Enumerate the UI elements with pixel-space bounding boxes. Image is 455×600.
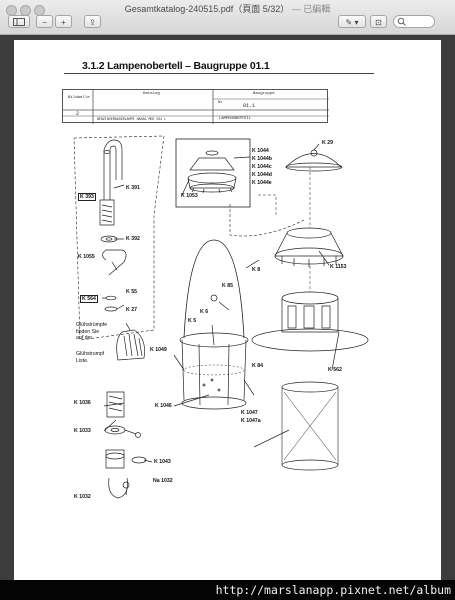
heading-rule	[64, 73, 374, 74]
parts-header-table: Bildwelle Katalog Baugruppe Nr 01.1 2 BE…	[62, 89, 329, 124]
mantle-note-line-3: auf der	[76, 335, 93, 341]
zoom-out-button[interactable]: −	[36, 15, 53, 28]
part-label-k391: K 391	[126, 185, 140, 191]
part-label-k1044b: K 1044b	[252, 156, 272, 162]
window-title: Gesamtkatalog-240515.pdf（頁面 5/32） — 已編輯	[0, 2, 455, 15]
part-label-k1032: K 1032	[74, 494, 91, 500]
window-toolbar: Gesamtkatalog-240515.pdf（頁面 5/32） — 已編輯 …	[0, 0, 455, 35]
part-label-k5: K 5	[188, 318, 197, 324]
katalog-value: BENZINVERGASERLAMPE HASAG MOD 501 L	[97, 117, 167, 121]
part-label-k85: K 85	[222, 283, 233, 289]
part-label-k29: K 29	[322, 140, 333, 146]
annotate-button[interactable]: ✎ ▾	[338, 15, 366, 28]
share-button[interactable]: ⇪	[84, 15, 101, 28]
zoom-in-icon: +	[61, 18, 66, 27]
baugruppe-header: Baugruppe	[253, 92, 275, 96]
part-label-k564: K 564	[80, 295, 98, 303]
part-label-k1044d: K 1044d	[252, 172, 272, 178]
markup-toolbar-button[interactable]: ⊡	[370, 15, 387, 28]
part-label-k1053: K 1053	[181, 193, 198, 199]
mantle-note: Glühstrümpfe finden Sie auf der	[76, 322, 107, 342]
part-label-k1047: K 1047	[241, 410, 258, 416]
watermark-url: http://marslanapp.pixnet.net/album	[0, 580, 455, 600]
toolbox-icon: ⊡	[375, 18, 382, 27]
nr-value: 01.1	[243, 103, 256, 109]
search-input[interactable]	[393, 15, 435, 28]
zoom-in-button[interactable]: +	[55, 15, 72, 28]
mantle-note-line-1: Glühstrümpfe	[76, 322, 108, 328]
part-label-k6: K 6	[200, 309, 209, 315]
katalog-header: Katalog	[143, 92, 160, 96]
pdf-page: 3.1.2 Lampenobertell – Baugruppe 01.1 Bi…	[14, 40, 441, 586]
part-label-k1044e: K 1044e	[252, 180, 272, 186]
mantle-list-note-line-1: Glühstrumpf	[76, 351, 105, 357]
mantle-note-line-2: finden Sie	[76, 328, 100, 335]
part-label-k1044: K 1044	[252, 148, 269, 154]
part-label-k392: K 392	[126, 236, 140, 242]
part-label-na1032: Na 1032	[153, 478, 173, 484]
baugruppe-value: LAMPENOBERTEIL	[219, 117, 251, 121]
section-heading: 3.1.2 Lampenobertell – Baugruppe 01.1	[82, 60, 270, 72]
exploded-parts-drawing	[73, 135, 369, 499]
search-icon	[397, 17, 406, 26]
mantle-list-note: Glühstrumpf Liste.	[76, 351, 104, 364]
zoom-out-icon: −	[42, 18, 47, 27]
part-label-k8: K 8	[252, 267, 261, 273]
part-label-k393: K 393	[78, 193, 96, 201]
part-label-k1049: K 1049	[150, 347, 167, 353]
part-label-k27: K 27	[126, 307, 137, 313]
document-title: Gesamtkatalog-240515.pdf（頁面 5/32）	[124, 4, 290, 14]
share-icon: ⇪	[89, 18, 96, 27]
sidebar-toggle-button[interactable]	[8, 15, 30, 28]
part-label-k1036: K 1036	[74, 400, 91, 406]
part-label-k1033: K 1033	[74, 428, 91, 434]
bildwelle-header: Bildwelle	[68, 96, 90, 100]
edited-status: — 已編輯	[291, 4, 331, 14]
part-label-k1044c: K 1044c	[252, 164, 272, 170]
part-label-k1047a: K 1047a	[241, 418, 261, 424]
part-label-k1046: K 1046	[155, 403, 172, 409]
part-label-k1043: K 1043	[154, 459, 171, 465]
part-label-k562: K 562	[328, 367, 342, 373]
pen-icon: ✎ ▾	[345, 18, 359, 27]
sidebar-icon	[13, 18, 25, 26]
part-label-k1153: K 1153	[330, 264, 347, 270]
part-label-k55: K 55	[126, 289, 137, 295]
part-label-k84: K 84	[252, 363, 263, 369]
part-label-k1055: K 1055	[78, 254, 95, 260]
mantle-list-note-line-2: Liste.	[76, 357, 89, 364]
nr-label: Nr	[218, 101, 223, 105]
bild-value: 2	[76, 111, 80, 117]
table-grid	[63, 90, 329, 124]
